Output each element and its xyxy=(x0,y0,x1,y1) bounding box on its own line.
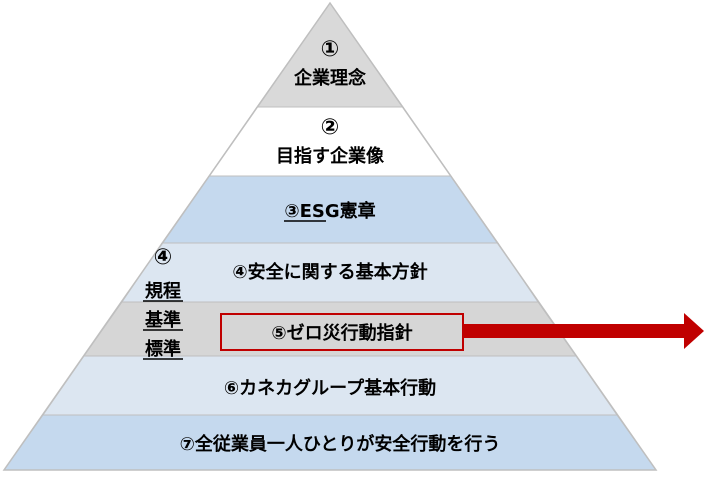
right-arrow-icon xyxy=(463,313,704,349)
side-label-line-2: 基準 xyxy=(144,309,181,331)
layer-3-label: ③ESG憲章 xyxy=(284,200,375,222)
layer-2-label: 目指す企業像 xyxy=(276,145,385,167)
side-label-line-1: 規程 xyxy=(145,281,181,302)
layer-6-label: ⑥カネカグループ基本行動 xyxy=(224,377,436,399)
layer-7-label: ⑦全従業員一人ひとりが安全行動を行う xyxy=(180,433,501,455)
layer-1-number: ① xyxy=(321,37,340,62)
layer-1-label: 企業理念 xyxy=(293,67,366,89)
layer-2-number: ② xyxy=(321,115,340,140)
layer-4-label: ④安全に関する基本方針 xyxy=(232,261,427,283)
pyramid-outline xyxy=(2,1,658,471)
layer-5-label: ⑤ゼロ災行動指針 xyxy=(271,322,412,344)
side-label-number: ④ xyxy=(154,245,173,270)
side-label-line-3: 標準 xyxy=(145,338,181,360)
